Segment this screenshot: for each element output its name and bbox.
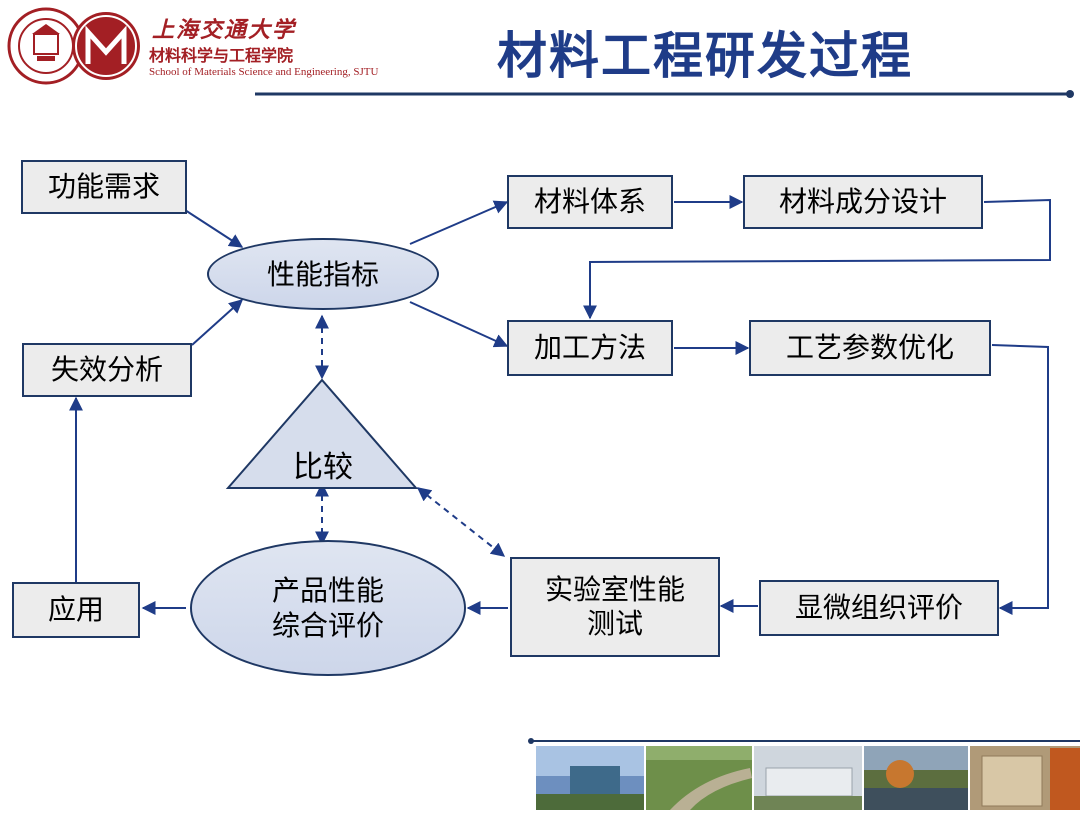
campus-photo-strip: [530, 738, 1080, 810]
comparison-triangle: [225, 378, 419, 489]
campus-photo-2: [646, 746, 752, 810]
node-processing-method: 加工方法: [507, 320, 673, 376]
node-material-system: 材料体系: [507, 175, 673, 229]
node-lab-testing: 实验室性能 测试: [510, 557, 720, 657]
campus-photo-3: [754, 746, 862, 810]
node-composition-design: 材料成分设计: [743, 175, 983, 229]
header-divider-dot: [1066, 90, 1074, 98]
product-evaluation-line2: 综合评价: [271, 609, 384, 642]
campus-photo-4: [864, 746, 968, 810]
node-process-optimization: 工艺参数优化: [749, 320, 991, 376]
node-microstructure-evaluation: 显微组织评价: [759, 580, 999, 636]
product-evaluation-line1: 产品性能: [271, 574, 384, 607]
lab-testing-line1: 实验室性能: [544, 573, 685, 607]
arrow-index-to-processing: [409, 301, 509, 348]
arrow-index-to-material-system: [409, 200, 509, 245]
sjtu-seal-icon: [7, 7, 140, 85]
node-failure-analysis: 失效分析: [22, 343, 192, 397]
school-name-english: School of Materials Science and Engineer…: [149, 66, 379, 78]
node-performance-index: 性能指标: [207, 238, 439, 310]
node-application: 应用: [12, 582, 140, 638]
dashed-compare-lab: [416, 487, 506, 557]
page-title: 材料工程研发过程: [497, 27, 913, 85]
node-product-evaluation: 产品性能 综合评价: [190, 540, 466, 676]
arrow-failure-to-index: [191, 299, 244, 346]
arrow-optimization-to-microstructure: [991, 344, 1049, 615]
lab-testing-line2: 测试: [586, 607, 643, 640]
university-logo: 上海交通大学 材料科学与工程学院 School of Materials Sci…: [6, 6, 396, 86]
arrow-composition-to-processing: [583, 198, 1051, 320]
campus-photos: [536, 746, 1080, 810]
university-name: 上海交通大学: [152, 17, 297, 43]
campus-photo-5: [970, 746, 1080, 810]
node-functional-requirements: 功能需求: [21, 160, 187, 214]
node-comparison-label: 比较: [293, 450, 353, 485]
arrow-requirements-to-index: [184, 209, 244, 248]
campus-photo-1: [536, 746, 644, 810]
school-name: 材料科学与工程学院: [149, 46, 294, 65]
footer-divider-dot: [528, 738, 534, 744]
